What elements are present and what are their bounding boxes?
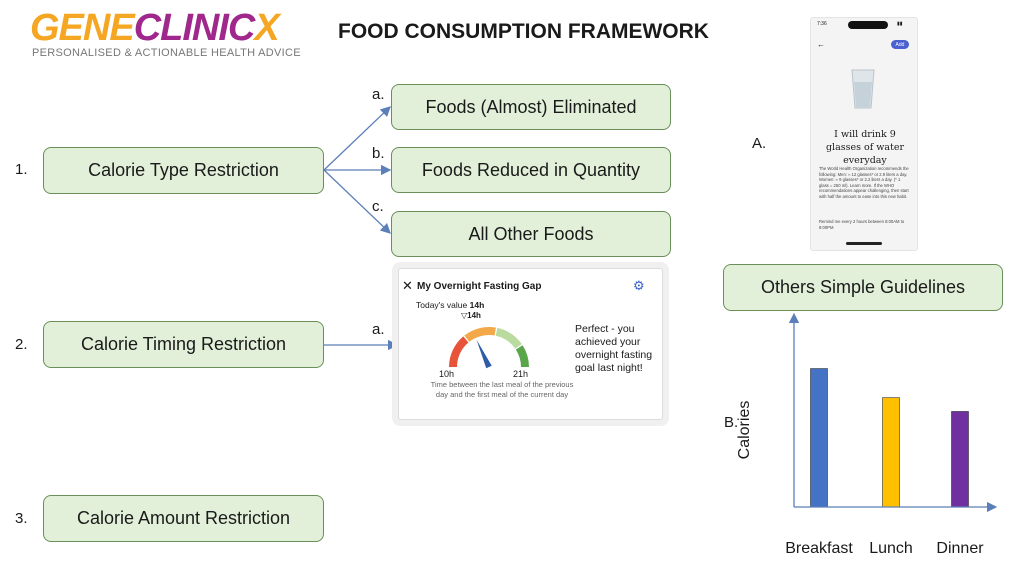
other-guidelines-box: Others Simple Guidelines — [723, 264, 1003, 311]
gauge-segment-orange — [464, 327, 496, 342]
gauge-segment-green — [515, 345, 529, 368]
restriction-number-3: 3. — [15, 510, 28, 527]
water-glass-icon — [851, 69, 875, 109]
fasting-card-title: My Overnight Fasting Gap — [417, 281, 542, 292]
gauge-segment-light-green — [495, 327, 522, 349]
calorie-timing-restriction-box: Calorie Timing Restriction — [43, 321, 324, 368]
gauge-max-label: 21h — [513, 369, 529, 379]
fasting-gap-card: ✕ My Overnight Fasting Gap ⚙ Today's val… — [398, 268, 663, 420]
logo-x-icon: X — [254, 7, 279, 49]
all-other-foods-box: All Other Foods — [391, 211, 671, 257]
restriction-number-2: 2. — [15, 336, 28, 353]
logo-tagline: PERSONALISED & ACTIONABLE HEALTH ADVICE — [32, 47, 301, 59]
arrow-to-other-foods — [323, 169, 391, 234]
add-button[interactable]: Add — [891, 40, 909, 49]
gauge-min-label: 10h — [439, 369, 455, 379]
arrow-to-eliminated — [323, 106, 391, 171]
timing-marker-a: a. — [372, 321, 385, 338]
subitem-marker-b: b. — [372, 145, 385, 162]
pin-icon: ▽ — [461, 311, 468, 320]
category-label-dinner: Dinner — [936, 540, 984, 557]
bar-dinner — [951, 411, 969, 508]
logo-gene: GENE — [30, 7, 135, 49]
fork-knife-icon: ✕ — [402, 278, 413, 293]
todays-value-label: Today's value — [416, 300, 468, 310]
phone-time: 7:36 — [817, 21, 827, 27]
page-title: FOOD CONSUMPTION FRAMEWORK — [338, 20, 709, 43]
logo-clinic: CLINIC — [133, 7, 256, 49]
phone-body-text: The World Health Organization recommends… — [819, 166, 909, 199]
todays-value: Today's value 14h — [416, 300, 484, 310]
back-arrow-icon[interactable]: ← — [817, 40, 825, 49]
battery-icon: ▮▮ — [897, 21, 903, 27]
bar-lunch — [882, 397, 900, 508]
calorie-type-restriction-box: Calorie Type Restriction — [43, 147, 324, 194]
todays-value-number: 14h — [469, 300, 485, 310]
bar-breakfast — [810, 368, 828, 508]
phone-reminder: Remind me every 2 hours between 8:00AM t… — [819, 219, 905, 230]
subitem-marker-a: a. — [372, 86, 385, 103]
phone-notch — [848, 21, 888, 29]
phone-screenshot: 7:36 ▮▮ ← Add I will drink 9 glasses of … — [810, 17, 918, 251]
fasting-description: Time between the last meal of the previo… — [430, 380, 574, 399]
fasting-gauge — [449, 327, 529, 369]
category-label-breakfast: Breakfast — [785, 540, 853, 557]
calorie-amount-restriction-box: Calorie Amount Restriction — [43, 495, 324, 542]
guideline-letter-b: B. — [724, 414, 739, 431]
foods-reduced-box: Foods Reduced in Quantity — [391, 147, 671, 193]
gauge-segment-red — [449, 336, 469, 368]
gauge-marker-value: 14h — [467, 311, 481, 320]
foods-eliminated-box: Foods (Almost) Eliminated — [391, 84, 671, 130]
fasting-message: Perfect - you achieved your overnight fa… — [575, 323, 653, 374]
gear-icon[interactable]: ⚙ — [633, 278, 645, 293]
phone-headline: I will drink 9 glasses of water everyday — [825, 129, 905, 166]
subitem-marker-c: c. — [372, 198, 384, 215]
logo: GENECLINICX — [30, 6, 280, 50]
guideline-letter-a: A. — [752, 135, 767, 152]
category-label-lunch: Lunch — [869, 540, 913, 557]
gauge-needle — [476, 339, 492, 369]
gauge-marker-label: ▽14h — [461, 311, 481, 320]
home-indicator — [846, 242, 882, 245]
calories-bar-chart — [788, 312, 998, 513]
restriction-number-1: 1. — [15, 161, 28, 178]
